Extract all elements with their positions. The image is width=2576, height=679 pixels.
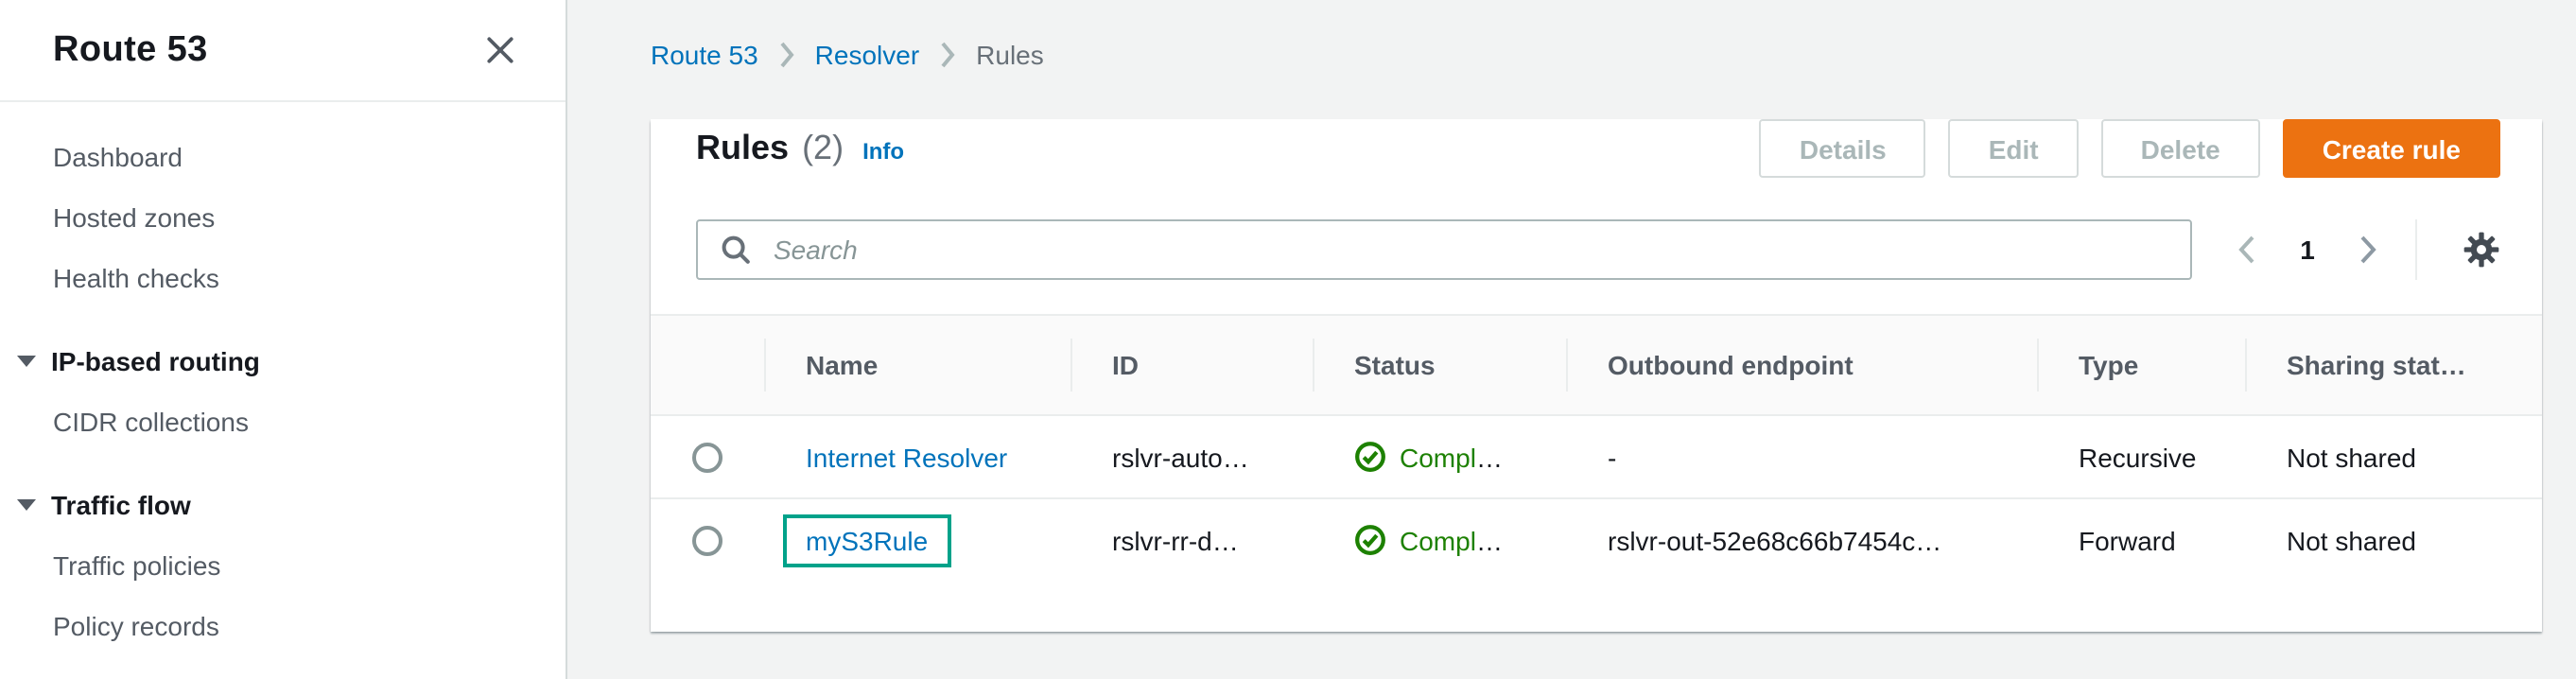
pagination: 1: [2219, 219, 2500, 280]
sidebar-item-cidr-collections[interactable]: CIDR collections: [53, 407, 249, 437]
edit-button[interactable]: Edit: [1948, 119, 2079, 178]
sidebar-item-health-checks[interactable]: Health checks: [53, 263, 219, 293]
rule-status-cell: Compl…: [1313, 415, 1566, 498]
rule-id-cell: rslvr-auto…: [1112, 442, 1249, 472]
panel-actions: Details Edit Delete Create rule: [1737, 119, 2500, 178]
rules-table: Name ID Status Outbound endpoint Type Sh…: [651, 314, 2542, 582]
rules-table-wrap: Name ID Status Outbound endpoint Type Sh…: [651, 314, 2542, 582]
create-rule-button[interactable]: Create rule: [2282, 119, 2500, 178]
column-header-id: ID: [1070, 315, 1313, 415]
table-row: Internet Resolver rslvr-auto… Com: [651, 415, 2542, 498]
column-header-sharing-status: Sharing stat…: [2245, 315, 2542, 415]
chevron-left-icon: [2237, 235, 2256, 265]
details-button[interactable]: Details: [1759, 119, 1926, 178]
select-column-header: [651, 315, 764, 415]
sidebar-item-traffic-policies[interactable]: Traffic policies: [53, 550, 221, 581]
row-radio-button[interactable]: [692, 443, 722, 474]
search-input[interactable]: [696, 219, 2192, 280]
sidebar-section-traffic-flow[interactable]: Traffic flow: [0, 475, 566, 535]
breadcrumb-route53[interactable]: Route 53: [651, 40, 758, 70]
next-page-button[interactable]: [2340, 219, 2396, 280]
search-box: [696, 219, 2192, 280]
column-header-outbound-endpoint: Outbound endpoint: [1566, 315, 2037, 415]
check-circle-icon: [1354, 525, 1400, 557]
toolbar-divider: [2415, 219, 2417, 280]
rule-status-cell: Compl…: [1313, 498, 1566, 582]
current-page: 1: [2300, 235, 2315, 265]
rules-panel: Rules (2) Info Details Edit Delete Creat…: [651, 119, 2542, 632]
breadcrumb-resolver[interactable]: Resolver: [814, 40, 920, 70]
sidebar-title: Route 53: [53, 29, 208, 69]
table-toolbar: 1: [696, 219, 2500, 280]
chevron-right-icon: [2358, 235, 2377, 265]
rule-name-link[interactable]: Internet Resolver: [806, 442, 1008, 472]
rule-outbound-cell: rslvr-out-52e68c66b7454c…: [1608, 525, 1942, 556]
column-header-status: Status: [1313, 315, 1566, 415]
table-header-row: Name ID Status Outbound endpoint Type Sh…: [651, 315, 2542, 415]
row-radio-button[interactable]: [692, 526, 722, 557]
breadcrumb: Route 53 Resolver Rules: [651, 40, 2576, 70]
rule-sharing-cell: Not shared: [2287, 442, 2416, 472]
rule-sharing-cell: Not shared: [2287, 525, 2416, 556]
sidebar-section-ip-based-routing[interactable]: IP-based routing: [0, 331, 566, 392]
sidebar-item-hosted-zones[interactable]: Hosted zones: [53, 202, 216, 233]
page-title: Rules: [696, 129, 790, 166]
sidebar-item-policy-records[interactable]: Policy records: [53, 611, 219, 641]
sidebar-nav: Dashboard Hosted zones Health checks IP-…: [0, 127, 566, 656]
previous-page-button[interactable]: [2219, 219, 2275, 280]
column-header-name: Name: [764, 315, 1070, 415]
table-row: myS3Rule rslvr-rr-d…: [651, 498, 2542, 582]
rule-type-cell: Recursive: [2079, 442, 2197, 472]
close-icon: [484, 34, 516, 66]
panel-title-group: Rules (2) Info: [696, 129, 1737, 168]
info-link[interactable]: Info: [862, 138, 905, 165]
gear-icon: [2463, 231, 2500, 269]
rules-count: (2): [802, 129, 844, 166]
focus-highlight-box: myS3Rule: [783, 514, 951, 567]
sidebar-section-label: Traffic flow: [51, 490, 191, 520]
panel-header: Rules (2) Info Details Edit Delete Creat…: [696, 119, 2500, 178]
sidebar-section-label: IP-based routing: [51, 346, 260, 376]
sidebar-close-button[interactable]: [484, 34, 516, 66]
sidebar-header: Route 53: [0, 0, 566, 102]
chevron-right-icon: [779, 42, 794, 68]
rule-outbound-cell: -: [1608, 442, 1617, 472]
check-circle-icon: [1354, 441, 1400, 473]
triangle-down-icon: [17, 499, 36, 511]
breadcrumb-rules: Rules: [976, 40, 1044, 70]
sidebar-item-dashboard[interactable]: Dashboard: [53, 142, 183, 172]
preferences-button[interactable]: [2463, 231, 2500, 269]
rule-name-link[interactable]: myS3Rule: [806, 525, 929, 556]
main-content: Route 53 Resolver Rules Rules (2) Info D…: [567, 0, 2576, 679]
delete-button[interactable]: Delete: [2100, 119, 2260, 178]
rule-type-cell: Forward: [2079, 525, 2176, 556]
column-header-type: Type: [2037, 315, 2245, 415]
sidebar: Route 53 Dashboard Hosted zones Health c…: [0, 0, 567, 679]
rule-id-cell: rslvr-rr-d…: [1112, 525, 1239, 556]
chevron-right-icon: [940, 42, 955, 68]
triangle-down-icon: [17, 356, 36, 367]
